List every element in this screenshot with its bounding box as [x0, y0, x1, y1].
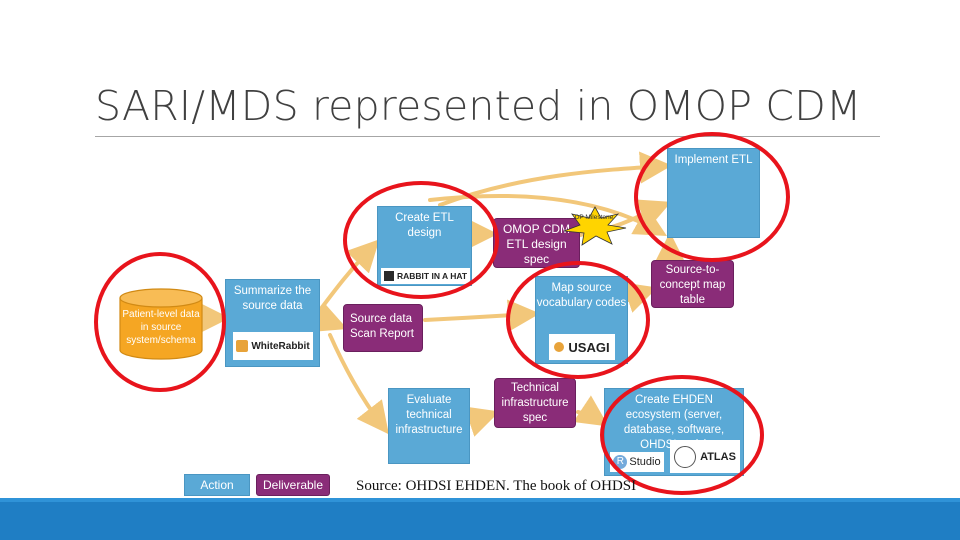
arrow-loop-top [428, 194, 667, 236]
create-etl-label: Create ETL design [395, 212, 454, 239]
highlight-patient-data [94, 252, 226, 392]
tech-spec-label: Technical infrastructure spec [501, 382, 569, 424]
legend-action: Action [184, 474, 250, 496]
implement-etl-node: Implement ETL [667, 148, 760, 238]
rstudio-r-icon: R [613, 455, 628, 469]
arrow-evaluate-to-techspec [464, 406, 500, 437]
milestone-label: DP Milestone [574, 214, 614, 221]
highlight-map-vocab [506, 261, 650, 379]
rstudio-logo: R Studio [610, 452, 664, 472]
highlight-create-etl [343, 181, 499, 299]
scan-report-label: Source data Scan Report [350, 313, 414, 340]
white-rabbit-logo: WhiteRabbit [233, 332, 313, 360]
legend-deliverable: Deliverable [256, 474, 330, 496]
arrow-scan-to-map [423, 299, 540, 332]
usagi-logo: USAGI [549, 334, 615, 360]
patient-data-cylinder [119, 288, 203, 360]
white-rabbit-icon [236, 340, 249, 352]
arrow-scan-to-create [318, 239, 380, 312]
usagi-text: USAGI [568, 339, 610, 355]
implement-etl-label: Implement ETL [674, 154, 753, 166]
atlas-logo: ATLAS [670, 440, 740, 473]
rabbit-hat-icon [384, 271, 394, 281]
arrow-techspec-to-ehden [573, 395, 609, 427]
omop-etl-spec-node: OMOP CDM ETL design spec [493, 218, 580, 268]
page-title: SARI/MDS represented in OMOP CDM [95, 82, 862, 130]
highlight-ehden [600, 375, 764, 495]
rabbit-in-a-hat-logo: RABBIT IN A HAT [381, 268, 470, 284]
atlas-seal-icon [674, 445, 697, 468]
arrow-scan-to-evaluate [328, 333, 389, 435]
usagi-icon [554, 342, 565, 352]
rstudio-text: Studio [629, 456, 661, 468]
source-to-concept-map-table-node: Source-to-concept map table [651, 260, 734, 308]
title-divider [95, 136, 880, 137]
summarize-label: Summarize the source data [233, 285, 312, 312]
milestone-star-icon [563, 206, 627, 246]
arrow-summarize-to-scan [311, 302, 348, 332]
highlight-implement-etl [634, 132, 790, 262]
evaluate-infrastructure-node: Evaluate technical infrastructure [388, 388, 470, 464]
evaluate-infra-label: Evaluate technical infrastructure [395, 394, 463, 436]
source-citation: Source: OHDSI EHDEN. The book of OHDSI [356, 478, 637, 494]
omop-spec-label: OMOP CDM ETL design spec [502, 222, 571, 266]
map-vocab-label: Map source vocabulary codes [536, 282, 627, 309]
white-rabbit-text: WhiteRabbit [251, 340, 310, 352]
technical-infrastructure-spec-node: Technical infrastructure spec [494, 378, 576, 428]
footer-bar-highlight [0, 498, 960, 502]
footer-bar [0, 498, 960, 540]
rabbit-in-a-hat-text: RABBIT IN A HAT [397, 271, 468, 281]
atlas-text: ATLAS [700, 450, 736, 463]
map-table-label: Source-to-concept map table [659, 264, 726, 306]
scan-report-node: Source data Scan Report [343, 304, 423, 352]
patient-data-label: Patient-level data in source system/sche… [122, 309, 200, 346]
